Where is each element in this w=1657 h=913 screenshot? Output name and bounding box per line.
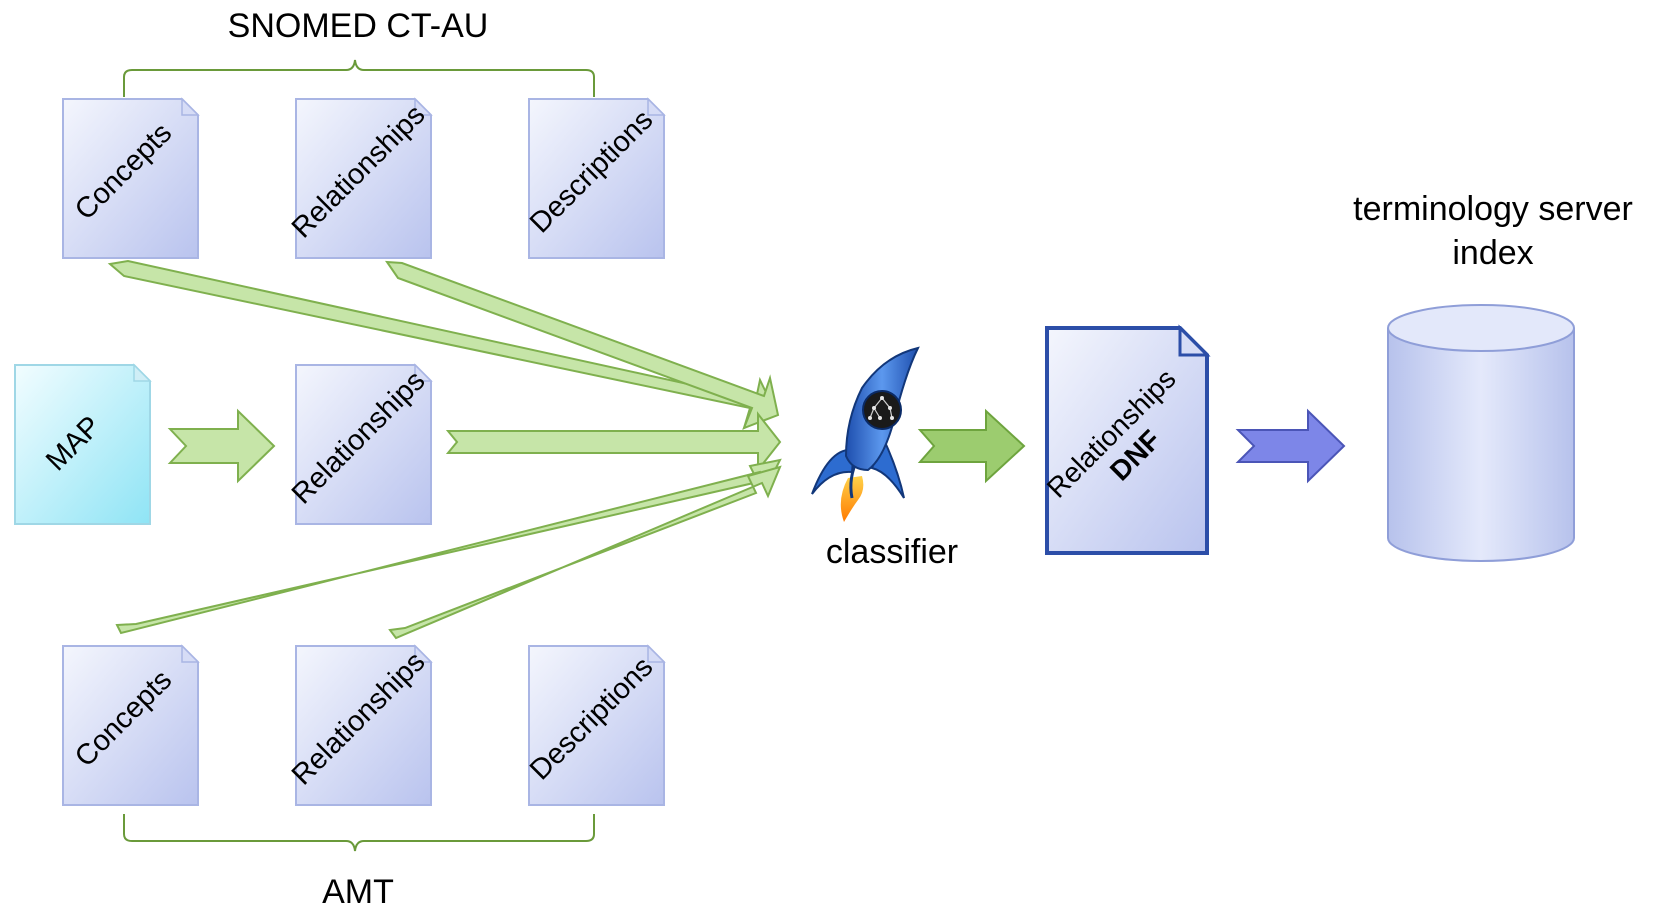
classifier-label: classifier <box>826 533 958 571</box>
snomed-group-label: SNOMED CT-AU <box>228 7 489 45</box>
middle-file-relationships: Relationships <box>286 363 433 525</box>
top-file-concepts: Concepts <box>62 97 200 259</box>
middle-file-map: MAP <box>14 363 152 525</box>
top-file-descriptions: Descriptions <box>524 97 666 259</box>
arrow-classifier-to-output <box>917 408 1026 484</box>
arrow-middle-relationships <box>445 411 782 473</box>
arrow-top-relationships <box>385 260 780 430</box>
bottom-file-concepts: Concepts <box>62 644 200 806</box>
server-label-line2: index <box>1452 234 1533 272</box>
top-file-relationships: Relationships <box>286 97 433 259</box>
bottom-file-descriptions: Descriptions <box>524 644 666 806</box>
amt-group-label: AMT <box>322 873 394 911</box>
converging-arrows <box>107 259 782 640</box>
arrow-map-to-relationships <box>167 408 276 484</box>
arrow-output-to-index <box>1235 408 1346 484</box>
bottom-file-relationships: Relationships <box>286 644 433 806</box>
output-file-relationships-dnf: Relationships DNF <box>1041 324 1211 555</box>
rocket-icon <box>811 346 920 522</box>
bottom-brace <box>123 814 595 852</box>
arrow-bottom-relationships <box>388 465 782 640</box>
arrow-bottom-concepts <box>115 458 782 635</box>
database-icon <box>1387 304 1575 562</box>
server-label-line1: terminology server <box>1353 190 1633 228</box>
top-brace <box>123 59 595 97</box>
